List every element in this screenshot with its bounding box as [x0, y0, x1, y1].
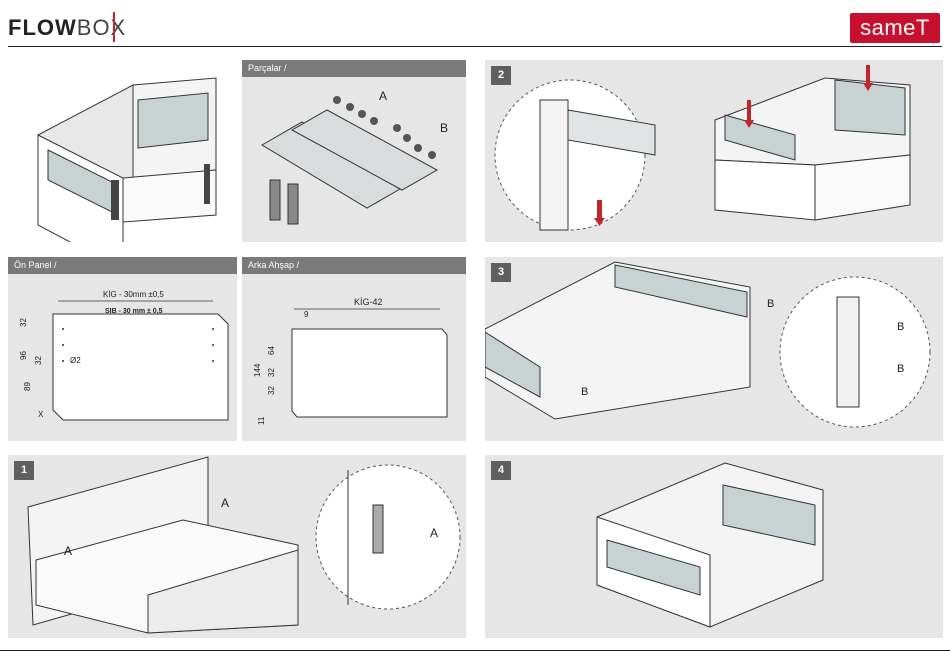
- panel-step-3: 3 B B B B: [485, 257, 943, 441]
- panel-step-2: 2: [485, 60, 943, 242]
- brand-divider: [113, 12, 115, 42]
- panel-step-1: 1 A A A: [8, 455, 466, 638]
- brand-light: BOX: [77, 15, 126, 40]
- brand-bold: FLOW: [8, 15, 77, 40]
- step1-a1: A: [221, 496, 229, 510]
- screw-b-label: B: [440, 121, 448, 135]
- panel-overview: [8, 60, 236, 242]
- back-d32a: 32: [267, 368, 276, 377]
- front-phi: Ø2: [70, 356, 81, 365]
- back-d9: 9: [304, 310, 309, 319]
- brand-title: FLOWBOX: [8, 15, 126, 41]
- samet-logo: sameT: [850, 13, 940, 43]
- back-d64: 64: [267, 346, 276, 355]
- front-x: X: [38, 410, 44, 419]
- drawer-overview-illustration: [8, 60, 236, 242]
- step2-illustration: [485, 60, 943, 242]
- step1-a2: A: [64, 544, 72, 558]
- step3-b4: B: [897, 363, 904, 375]
- front-panel-drawing: KİG - 30mm ±0,5 SIB - 30 mm ± 0,5 32 96 …: [8, 257, 237, 441]
- front-d32b: 32: [34, 356, 43, 365]
- front-dim-top: KİG - 30mm ±0,5: [103, 290, 164, 299]
- step3-b3: B: [897, 321, 904, 333]
- runner-icon: [111, 180, 119, 220]
- header-rule: [8, 46, 942, 47]
- panel-back: Arka Ahşap / KİG-42 9 144 64 32 32 11: [242, 257, 466, 441]
- front-dim-sub: SIB - 30 mm ± 0,5: [105, 308, 163, 315]
- panel-parts: Parçalar / A B: [242, 60, 466, 242]
- back-d32b: 32: [267, 386, 276, 395]
- back-dim-top: KİG-42: [354, 297, 383, 307]
- panel-step-4: 4: [485, 455, 943, 638]
- step3-b1: B: [767, 298, 774, 310]
- screw-a-label: A: [379, 89, 387, 103]
- panel-front: Ön Panel / KİG - 30mm ±0,5 SIB - 30 mm ±…: [8, 257, 237, 441]
- front-d32: 32: [19, 318, 28, 327]
- step3-illustration: B B B B: [485, 257, 943, 441]
- step4-illustration: [485, 455, 943, 638]
- back-d11: 11: [257, 416, 266, 425]
- back-panel-drawing: KİG-42 9 144 64 32 32 11: [242, 257, 466, 441]
- step1-illustration: A A A: [8, 455, 466, 638]
- header: FLOWBOX sameT: [0, 0, 950, 48]
- footer-rule: [0, 650, 950, 651]
- step3-b2: B: [581, 386, 588, 398]
- back-d144: 144: [253, 363, 262, 377]
- step1-a3: A: [430, 526, 438, 540]
- front-d89: 89: [23, 382, 32, 391]
- parts-illustration: A B: [242, 60, 466, 242]
- front-d96: 96: [19, 351, 28, 360]
